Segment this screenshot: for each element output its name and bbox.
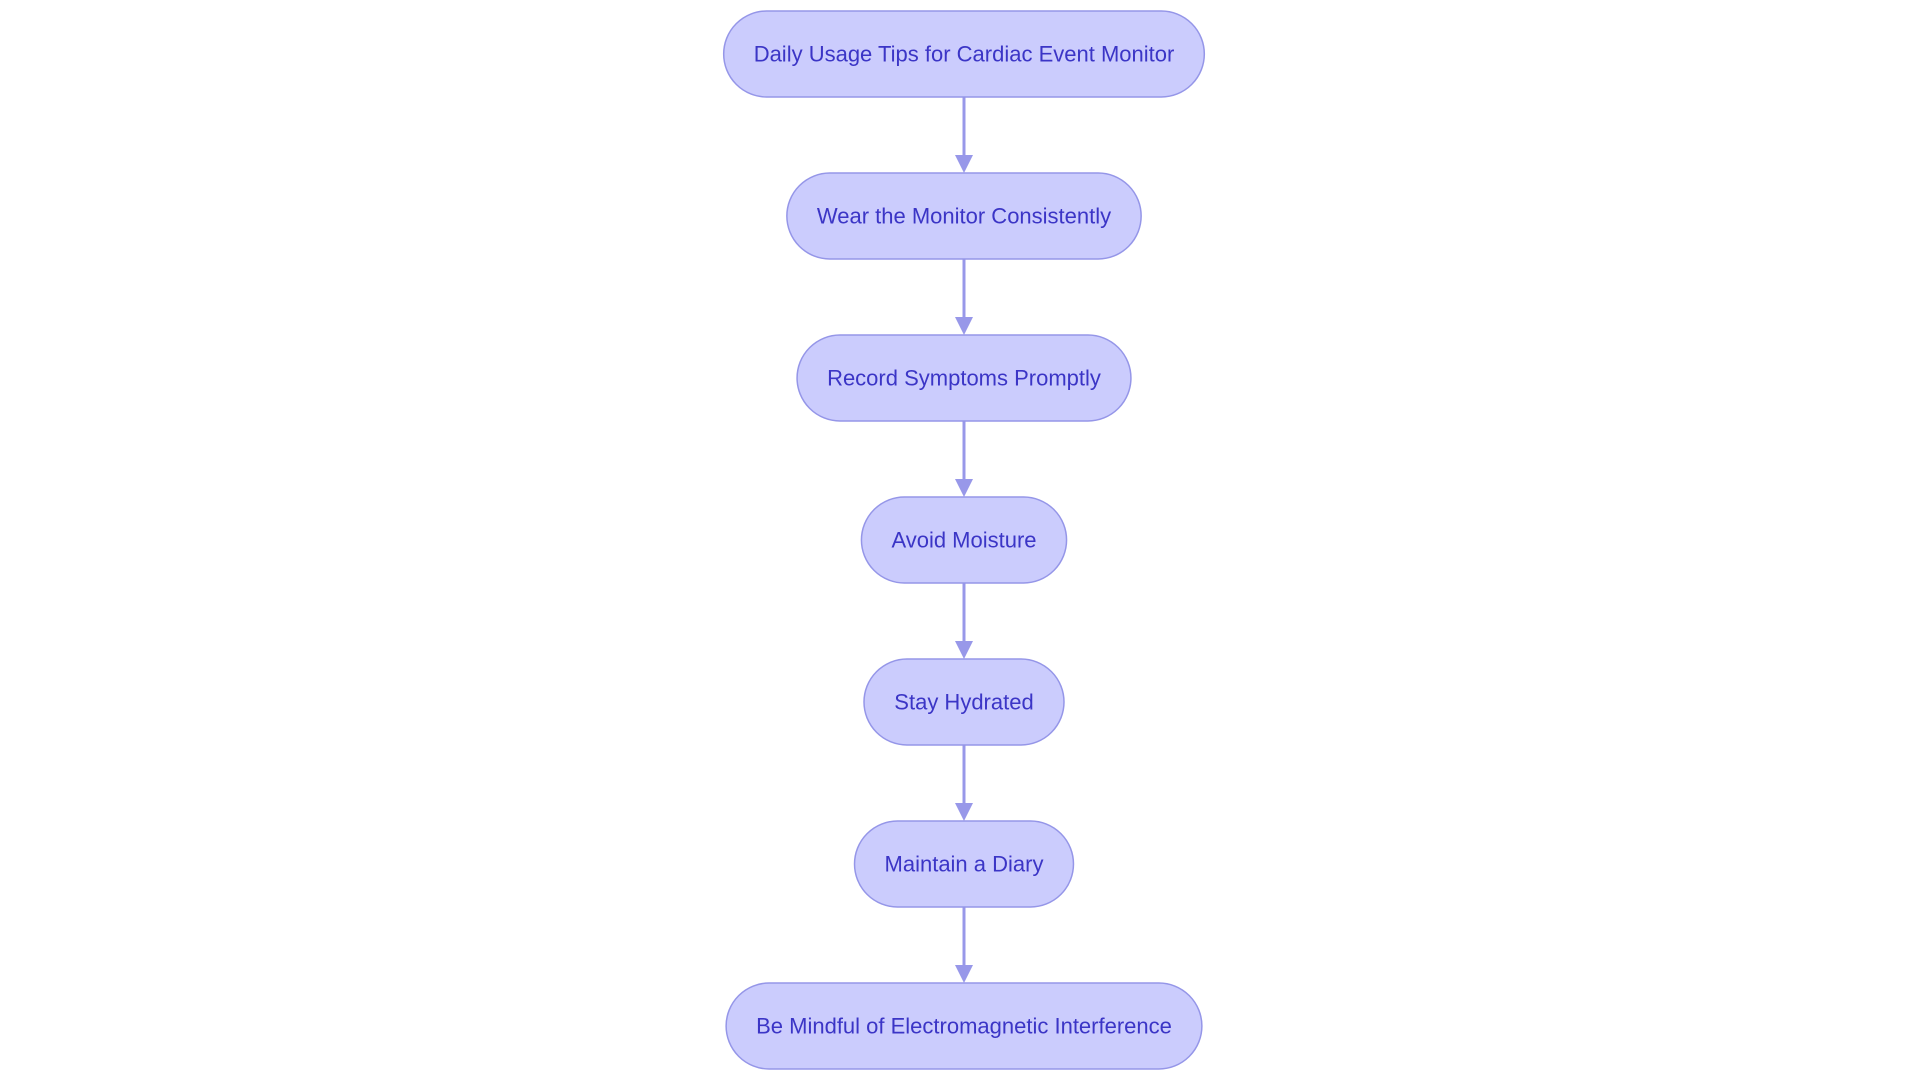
flow-node-label: Stay Hydrated bbox=[894, 690, 1033, 715]
arrow-down-icon bbox=[955, 155, 973, 173]
flow-node-shape bbox=[863, 658, 1065, 746]
flow-edge bbox=[955, 907, 973, 983]
edges-layer bbox=[955, 97, 973, 983]
flow-edge bbox=[955, 583, 973, 659]
flow-node-label: Maintain a Diary bbox=[885, 852, 1044, 877]
flow-node: Daily Usage Tips for Cardiac Event Monit… bbox=[722, 10, 1206, 98]
flow-node-label: Daily Usage Tips for Cardiac Event Monit… bbox=[754, 42, 1175, 67]
flow-node: Avoid Moisture bbox=[860, 496, 1068, 584]
flow-node: Wear the Monitor Consistently bbox=[786, 172, 1142, 260]
flow-edge bbox=[955, 745, 973, 821]
flow-edge bbox=[955, 97, 973, 173]
nodes-layer: Daily Usage Tips for Cardiac Event Monit… bbox=[722, 10, 1206, 1070]
arrow-down-icon bbox=[955, 317, 973, 335]
arrow-down-icon bbox=[955, 479, 973, 497]
flow-node-label: Avoid Moisture bbox=[891, 528, 1036, 553]
arrow-down-icon bbox=[955, 803, 973, 821]
flow-node: Maintain a Diary bbox=[853, 820, 1075, 908]
flow-node: Record Symptoms Promptly bbox=[796, 334, 1132, 422]
flow-node-shape bbox=[860, 496, 1068, 584]
arrow-down-icon bbox=[955, 965, 973, 983]
flow-node: Be Mindful of Electromagnetic Interferen… bbox=[725, 982, 1203, 1070]
flow-node-shape bbox=[796, 334, 1132, 422]
flow-node: Stay Hydrated bbox=[863, 658, 1065, 746]
arrow-down-icon bbox=[955, 641, 973, 659]
flow-node-label: Record Symptoms Promptly bbox=[827, 366, 1101, 391]
flow-node-shape bbox=[853, 820, 1075, 908]
flow-node-shape bbox=[722, 10, 1206, 98]
flow-edge bbox=[955, 421, 973, 497]
flow-node-label: Be Mindful of Electromagnetic Interferen… bbox=[756, 1014, 1172, 1039]
flow-node-shape bbox=[786, 172, 1142, 260]
flow-node-shape bbox=[725, 982, 1203, 1070]
flow-node-label: Wear the Monitor Consistently bbox=[817, 204, 1111, 229]
flow-edge bbox=[955, 259, 973, 335]
